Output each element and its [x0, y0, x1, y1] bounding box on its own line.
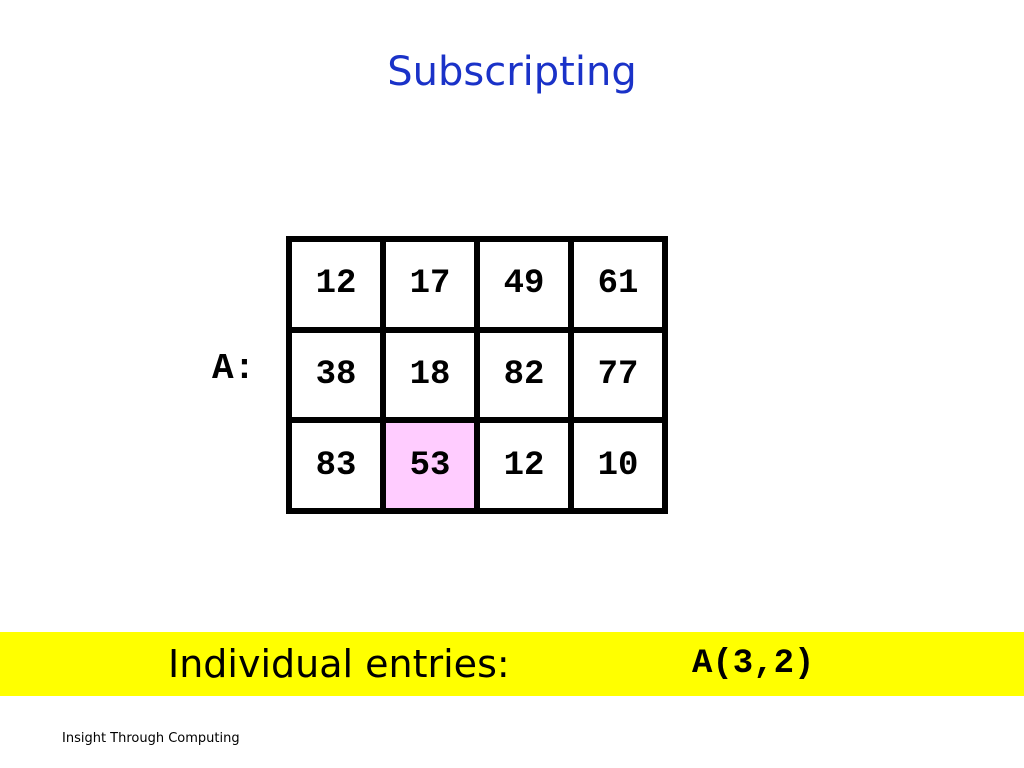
highlight-banner: Individual entries: A(3,2) [0, 632, 1024, 696]
matrix-cell-3-1: 83 [292, 423, 380, 508]
matrix-cell-3-3: 12 [480, 423, 568, 508]
matrix-cell-1-3: 49 [480, 242, 568, 327]
matrix-cell-3-4: 10 [574, 423, 662, 508]
matrix-cell-1-4: 61 [574, 242, 662, 327]
footer-text: Insight Through Computing [62, 731, 240, 746]
matrix-cell-2-1: 38 [292, 332, 380, 418]
matrix-cell-2-3: 82 [480, 332, 568, 418]
matrix-cell-2-4: 77 [574, 332, 662, 418]
matrix-cell-3-2-highlighted: 53 [386, 423, 474, 508]
banner-code-expression: A(3,2) [692, 645, 815, 683]
matrix-grid: 12 17 49 61 38 18 82 77 83 53 12 10 [286, 236, 668, 514]
slide-title: Subscripting [387, 49, 637, 95]
banner-caption: Individual entries: [168, 642, 510, 686]
matrix-label: A: [212, 348, 256, 389]
matrix-cell-2-2: 18 [386, 332, 474, 418]
matrix-cell-1-2: 17 [386, 242, 474, 327]
matrix-cell-1-1: 12 [292, 242, 380, 327]
